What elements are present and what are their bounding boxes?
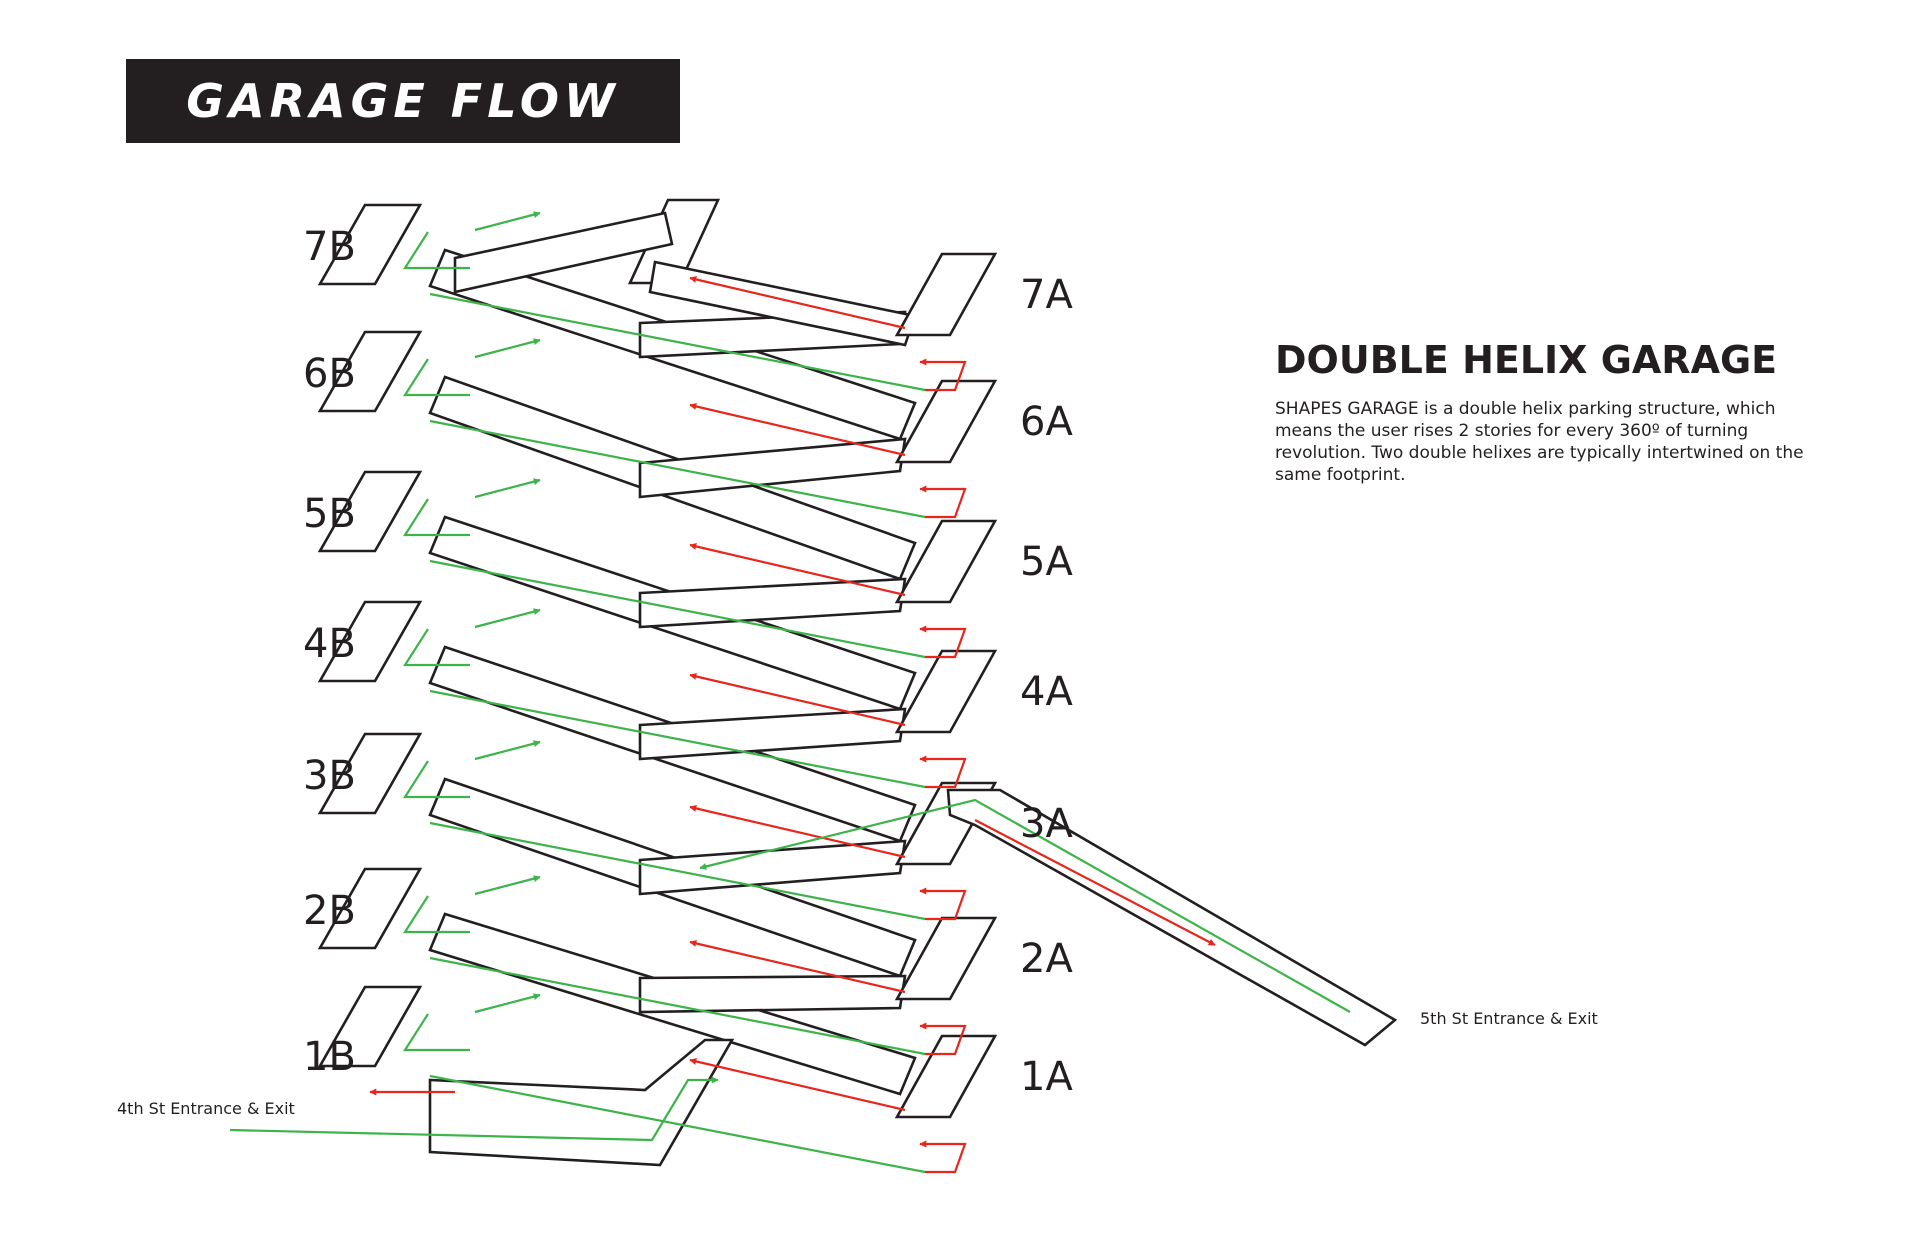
ramp-band-up-4 <box>638 707 907 761</box>
flow-down-arrow-a-4 <box>689 673 906 727</box>
ramp-entry-left <box>428 1038 735 1167</box>
level-label-b: 2B <box>303 888 356 934</box>
ramp-end-a-5 <box>894 519 998 604</box>
level-label-b: 7B <box>303 224 356 270</box>
ramp-band-up-3 <box>638 839 907 896</box>
flow-down-arrow-a-1 <box>689 1058 906 1112</box>
info-title: DOUBLE HELIX GARAGE <box>1275 338 1778 382</box>
level-label-a: 2A <box>1020 936 1073 982</box>
flow-down-turn-a-3 <box>919 887 967 921</box>
flow-up-arrow-b-7 <box>474 211 541 232</box>
flow-exit-right <box>974 819 1216 946</box>
flow-down-arrow-a-5 <box>689 543 906 597</box>
title-banner: GARAGE FLOW <box>126 59 680 143</box>
ramp-end-b-7 <box>317 203 423 286</box>
level-label-a: 3A <box>1020 801 1073 847</box>
ramp-end-b-5 <box>317 470 423 553</box>
flow-entry-left <box>229 1076 719 1142</box>
flow-up-turn-b-7 <box>402 231 470 270</box>
ramp-end-a-1 <box>894 1034 998 1119</box>
flow-down-turn-a-2 <box>919 1022 967 1056</box>
level-label-a: 6A <box>1020 399 1073 445</box>
flow-up-arrow-b-4 <box>474 608 541 629</box>
flow-up-band-1 <box>429 1074 926 1174</box>
level-label-b: 5B <box>303 491 356 537</box>
flow-up-arrow-b-5 <box>474 478 541 499</box>
level-label-a: 5A <box>1020 539 1073 585</box>
flow-down-turn-a-6 <box>919 485 967 519</box>
ramp-end-b-6 <box>317 330 423 413</box>
info-panel: DOUBLE HELIX GARAGE SHAPES GARAGE is a d… <box>1275 338 1835 486</box>
page-title: GARAGE FLOW <box>186 74 620 128</box>
entrance-label-right: 5th St Entrance & Exit <box>1420 1009 1598 1028</box>
flow-up-turn-b-4 <box>402 628 470 667</box>
ramp-end-b-1 <box>317 985 423 1068</box>
flow-up-band-7 <box>429 292 926 392</box>
flows-layer <box>229 211 1351 1174</box>
flow-down-turn-a-4 <box>919 755 967 789</box>
ramp-band-top <box>453 211 674 294</box>
ramp-band-top-right <box>648 260 917 347</box>
entrance-label-left: 4th St Entrance & Exit <box>117 1099 295 1118</box>
flow-up-arrow-b-3 <box>474 740 541 761</box>
level-label-a: 4A <box>1020 669 1073 715</box>
level-label-b: 6B <box>303 351 356 397</box>
ramp-end-b-3 <box>317 732 423 815</box>
flow-down-arrow-a-7 <box>689 276 906 330</box>
info-body: SHAPES GARAGE is a double helix parking … <box>1275 399 1804 485</box>
flow-up-turn-b-2 <box>402 895 470 934</box>
flow-up-turn-b-3 <box>402 760 470 799</box>
flow-up-arrow-b-6 <box>474 338 541 359</box>
flow-up-band-5 <box>429 559 926 659</box>
flow-up-band-3 <box>429 821 926 921</box>
flow-up-turn-b-6 <box>402 358 470 397</box>
flow-down-turn-a-7 <box>919 358 967 392</box>
flow-up-arrow-b-2 <box>474 875 541 896</box>
level-label-a: 1A <box>1020 1054 1073 1100</box>
flow-up-turn-b-5 <box>402 498 470 537</box>
ramp-end-a-4 <box>894 649 998 734</box>
flow-entry-right <box>699 798 1351 1013</box>
ramps-layer <box>317 198 1398 1167</box>
flow-up-band-2 <box>429 956 926 1056</box>
flow-up-turn-b-1 <box>402 1013 470 1052</box>
labels-layer: 7B 7A 6B 6A 5B 5A 4B 4A 3B 3A 2B 2A 1B 1A 4th St Entra… <box>117 224 1598 1118</box>
flow-down-arrow-a-6 <box>689 403 906 457</box>
flow-up-band-4 <box>429 689 926 789</box>
flow-down-arrow-a-2 <box>689 940 906 994</box>
level-label-a: 7A <box>1020 272 1073 318</box>
level-label-b: 4B <box>303 621 356 667</box>
level-label-b: 1B <box>303 1034 356 1080</box>
ramp-end-a-6 <box>894 379 998 464</box>
level-label-b: 3B <box>303 753 356 799</box>
ramp-band-up-6 <box>638 437 907 499</box>
ramp-end-a-7 <box>894 252 998 337</box>
ramp-band-up-2 <box>638 974 907 1014</box>
ramp-end-b-2 <box>317 867 423 950</box>
flow-down-turn-a-5 <box>919 625 967 659</box>
flow-up-arrow-b-1 <box>474 993 541 1014</box>
ramp-end-a-2 <box>894 916 998 1001</box>
ramp-exit-right <box>946 788 1398 1047</box>
ramp-end-b-4 <box>317 600 423 683</box>
flow-down-arrow-a-3 <box>689 805 906 859</box>
flow-down-turn-a-1 <box>919 1140 967 1174</box>
flow-up-band-6 <box>429 419 926 519</box>
